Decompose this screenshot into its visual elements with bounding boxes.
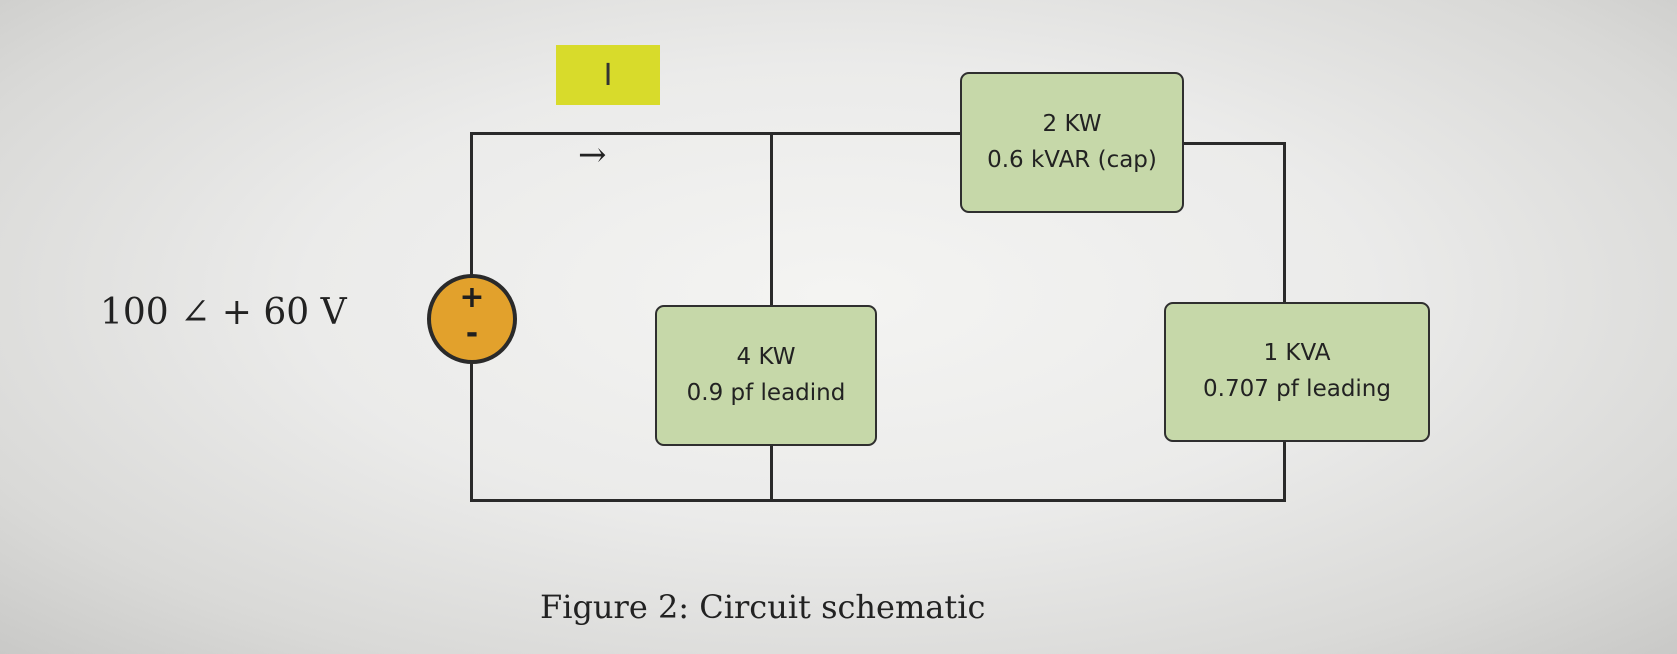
- current-label: I: [556, 45, 660, 105]
- plus-symbol: +: [459, 280, 485, 315]
- load-power-label: 4 KW: [736, 343, 796, 370]
- right-branch-upper-wire: [1283, 142, 1286, 304]
- load-pf-label: 0.707 pf leading: [1203, 376, 1391, 402]
- load-pf-label: 0.9 pf leadind: [686, 379, 846, 406]
- top-right-wire: [1180, 142, 1286, 145]
- source-voltage-label: 100 ∠ + 60 V: [100, 292, 347, 333]
- right-branch-lower-wire: [1283, 439, 1286, 501]
- load-box-1kva: 1 KVA 0.707 pf leading: [1164, 302, 1430, 442]
- bottom-wire: [470, 499, 1286, 502]
- load-box-4kw: 4 KW 0.9 pf leadind: [655, 305, 877, 446]
- left-upper-wire: [470, 132, 473, 276]
- minus-symbol: -: [465, 316, 479, 351]
- middle-branch-upper-wire: [770, 132, 773, 308]
- load-power-label: 2 KW: [1042, 110, 1102, 137]
- load-box-2kw: 2 KW 0.6 kVAR (cap): [960, 72, 1184, 213]
- load-kvar-label: 0.6 kVAR (cap): [987, 146, 1157, 173]
- voltage-source: + -: [427, 274, 517, 364]
- current-arrow-icon: →: [578, 135, 607, 175]
- figure-caption: Figure 2: Circuit schematic: [540, 588, 986, 626]
- top-wire: [470, 132, 963, 135]
- middle-branch-lower-wire: [770, 443, 773, 501]
- left-lower-wire: [470, 362, 473, 502]
- load-power-label: 1 KVA: [1263, 340, 1331, 367]
